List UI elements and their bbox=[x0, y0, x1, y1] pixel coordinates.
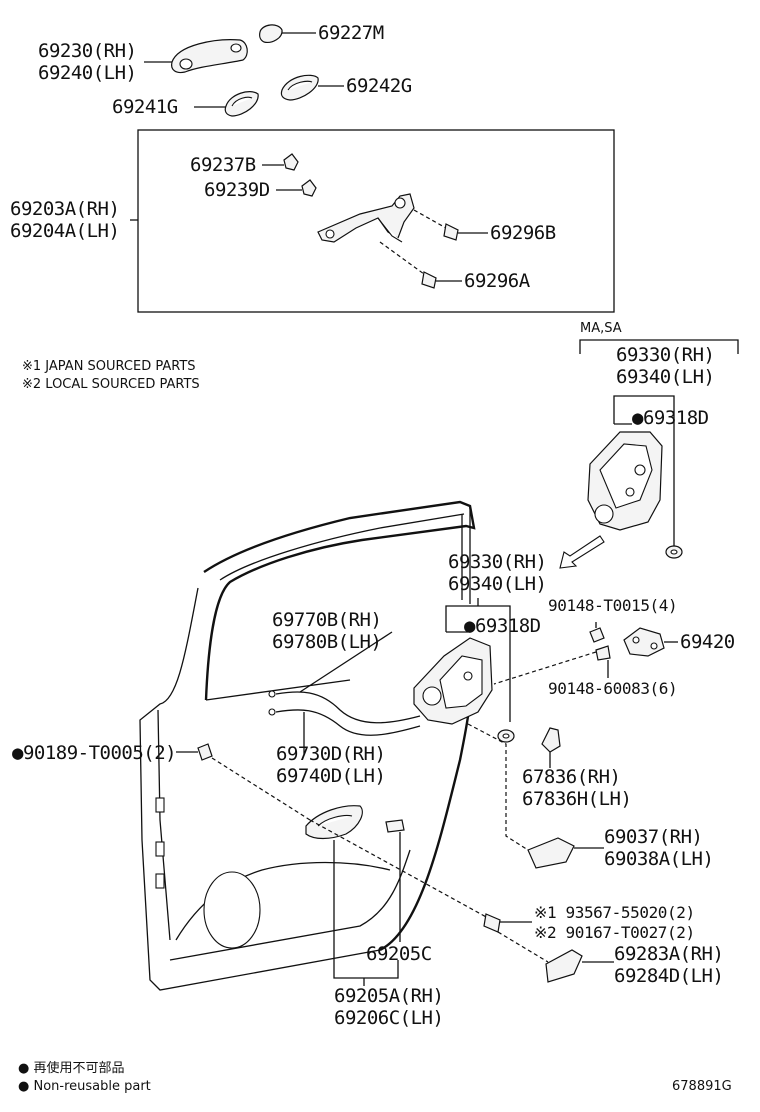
label-69770B: 69770B(RH) bbox=[272, 609, 381, 631]
screw-60083 bbox=[595, 645, 611, 661]
label-69205C: 69205C bbox=[366, 943, 432, 965]
label-69283A: 69283A(RH) bbox=[614, 943, 723, 965]
label-93567: ※1 93567-55020(2) bbox=[534, 903, 695, 922]
label-69237B: 69237B bbox=[190, 154, 256, 176]
label-69340-b: 69340(LH) bbox=[448, 573, 546, 595]
label-69240: 69240(LH) bbox=[38, 62, 136, 84]
label-90148-60083: 90148-60083(6) bbox=[548, 679, 677, 698]
label-69318D-a: ●69318D bbox=[632, 407, 709, 429]
bolt-93567 bbox=[483, 913, 501, 933]
label-69242G: 69242G bbox=[346, 75, 412, 97]
legend-jp: ● 再使用不可部品 bbox=[18, 1060, 124, 1076]
cover-69037 bbox=[527, 837, 575, 869]
label-67836H: 67836H(LH) bbox=[522, 788, 631, 810]
label-69037: 69037(RH) bbox=[604, 826, 702, 848]
label-69740D: 69740D(LH) bbox=[276, 765, 385, 787]
label-90167: ※2 90167-T0027(2) bbox=[534, 923, 695, 942]
label-69206C: 69206C(LH) bbox=[334, 1007, 443, 1029]
label-69330-b: 69330(RH) bbox=[448, 551, 546, 573]
frame-box bbox=[137, 129, 615, 313]
label-69203A: 69203A(RH) bbox=[10, 198, 119, 220]
label-69038A: 69038A(LH) bbox=[604, 848, 713, 870]
pad-67836 bbox=[541, 727, 561, 753]
label-69780B: 69780B(LH) bbox=[272, 631, 381, 653]
lock-lower bbox=[413, 637, 493, 725]
cover-69283A bbox=[545, 949, 583, 983]
reference-code: 678891G bbox=[672, 1079, 732, 1094]
lock-upper bbox=[587, 431, 663, 531]
label-69296B: 69296B bbox=[490, 222, 556, 244]
label-67836: 67836(RH) bbox=[522, 766, 620, 788]
label-69227M: 69227M bbox=[318, 22, 384, 44]
bolt-296A bbox=[421, 271, 437, 289]
clip-237B bbox=[283, 153, 299, 171]
label-90189: ●90189-T0005(2) bbox=[12, 742, 176, 764]
label-69205A: 69205A(RH) bbox=[334, 985, 443, 1007]
handle-pad-242G bbox=[280, 74, 319, 101]
label-masa: MA,SA bbox=[580, 321, 622, 336]
direction-arrow bbox=[559, 535, 605, 569]
part-labels: 69230(RH) 69240(LH) 69227M 69242G 69241G… bbox=[10, 22, 735, 1094]
striker-69420 bbox=[623, 627, 665, 657]
handle-cap bbox=[259, 24, 283, 43]
inside-handle bbox=[305, 805, 363, 840]
handle-pad-241G bbox=[224, 91, 259, 117]
label-69230: 69230(RH) bbox=[38, 40, 136, 62]
note-japan: ※1 JAPAN SOURCED PARTS bbox=[22, 359, 196, 374]
label-69330-a: 69330(RH) bbox=[616, 344, 714, 366]
clip-69205C bbox=[385, 819, 405, 833]
note-local: ※2 LOCAL SOURCED PARTS bbox=[22, 377, 200, 392]
washer-upper bbox=[665, 545, 683, 559]
door-panel bbox=[139, 500, 476, 991]
clip-239D bbox=[301, 179, 317, 197]
label-69284D: 69284D(LH) bbox=[614, 965, 723, 987]
label-69296A: 69296A bbox=[464, 270, 531, 292]
label-69318D-b: ●69318D bbox=[464, 615, 541, 637]
label-90148-T0015: 90148-T0015(4) bbox=[548, 596, 677, 615]
lock-cables bbox=[268, 690, 421, 736]
label-69204A: 69204A(LH) bbox=[10, 220, 119, 242]
screw-T0015 bbox=[589, 627, 605, 643]
bolt-296B bbox=[443, 223, 459, 241]
label-69420: 69420 bbox=[680, 631, 735, 653]
label-69340-a: 69340(LH) bbox=[616, 366, 714, 388]
label-69730D: 69730D(RH) bbox=[276, 743, 385, 765]
screw-90189 bbox=[197, 743, 213, 761]
washer-lower bbox=[497, 729, 515, 743]
label-69241G: 69241G bbox=[112, 96, 178, 118]
outside-handle bbox=[171, 39, 248, 74]
label-69239D: 69239D bbox=[204, 179, 270, 201]
legend-en: ● Non-reusable part bbox=[18, 1079, 151, 1094]
frame-assembly bbox=[317, 193, 415, 243]
